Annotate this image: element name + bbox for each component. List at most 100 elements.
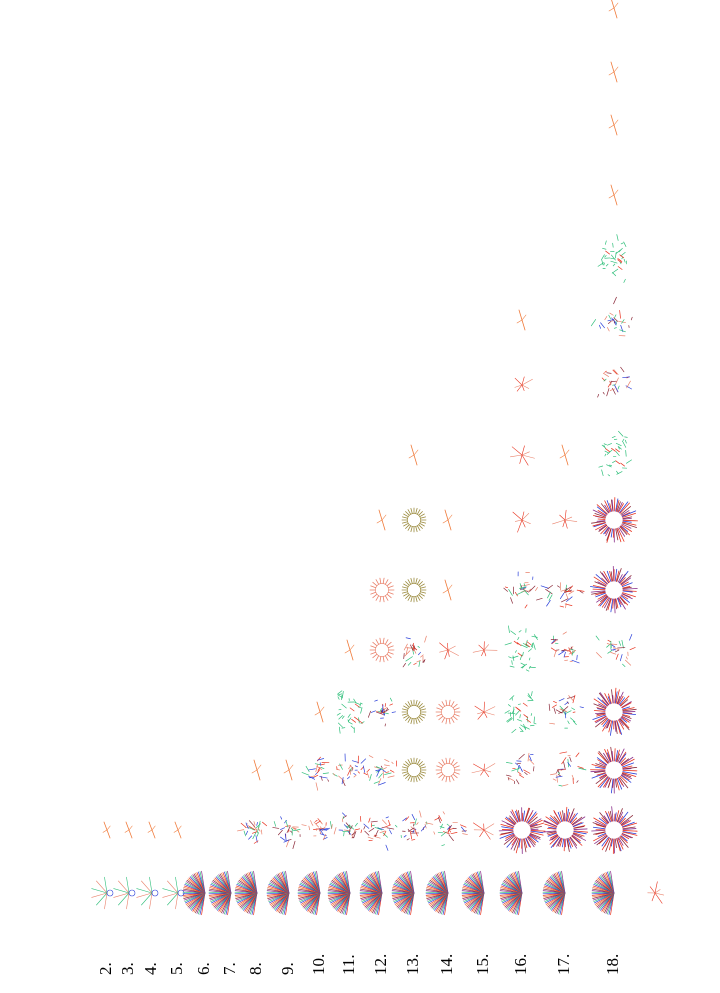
glyph-spike	[559, 444, 570, 466]
row-label: 10.	[309, 954, 328, 975]
row-label: 8.	[246, 962, 265, 975]
glyph-star	[472, 641, 498, 657]
glyph-spike	[124, 821, 133, 839]
glyph-spike	[283, 759, 294, 781]
row-label: 12.	[371, 954, 390, 975]
row-label: 14.	[437, 954, 456, 975]
glyph-star	[471, 763, 496, 778]
glyph-fan-dense	[208, 870, 232, 916]
glyph-spike	[442, 509, 453, 531]
glyph-spike	[147, 821, 156, 839]
glyph-star	[510, 445, 535, 466]
glyph-cluster	[548, 694, 584, 729]
row-label: 9.	[278, 962, 297, 975]
glyph-spike	[608, 61, 619, 83]
glyph-cluster	[505, 752, 535, 785]
glyph-fan-dense	[391, 870, 415, 916]
glyph-spike	[251, 759, 262, 781]
glyph-ring-big	[498, 807, 546, 854]
glyph-star	[474, 701, 496, 720]
glyph-spike	[608, 0, 619, 19]
glyph-spike	[314, 701, 325, 723]
glyph-fan-dense	[182, 870, 206, 916]
glyph-fan-dense	[542, 870, 566, 916]
glyph-fan-small	[113, 876, 136, 910]
glyph-fan-small	[91, 876, 114, 910]
glyph-ring-olive	[401, 577, 427, 603]
glyph-ring-salmon	[435, 757, 461, 783]
row-label: 13.	[403, 954, 422, 975]
row-label: 18.	[603, 954, 622, 975]
row-label: 16.	[511, 954, 530, 975]
glyph-ring-salmon	[369, 577, 395, 603]
glyph-star	[647, 881, 665, 904]
glyph-cluster	[237, 820, 268, 844]
row-labels: 2.3.4.5.6.7.8.9.10.11.12.13.14.15.16.17.…	[96, 954, 622, 975]
row-label: 3.	[118, 962, 137, 975]
glyph-tree-green	[597, 234, 627, 283]
row-label: 5.	[167, 962, 186, 975]
glyph-fan-dense	[499, 870, 523, 916]
glyph-ring-big	[589, 566, 638, 614]
glyph-cluster	[301, 756, 338, 791]
glyph-cluster	[550, 751, 587, 787]
glyph-cluster	[503, 571, 543, 609]
glyph-ring-salmon	[369, 637, 395, 663]
row-label: 7.	[220, 962, 239, 975]
glyph-ring-big	[590, 746, 638, 794]
glyph-star	[512, 511, 531, 533]
glyph-spike	[173, 821, 182, 839]
glyph-cluster	[363, 816, 398, 851]
glyph-ring-olive	[401, 757, 427, 783]
glyph-cluster	[338, 812, 370, 839]
glyph-fan-dense	[425, 870, 449, 916]
row-label: 15.	[473, 954, 492, 975]
glyph-cluster	[597, 366, 632, 398]
glyph-ring-olive	[401, 699, 427, 725]
glyph-cluster	[550, 631, 580, 664]
glyph-fan-small	[136, 876, 159, 910]
glyph-ring-salmon	[435, 699, 461, 725]
glyph-cluster	[308, 818, 337, 841]
glyph-cluster	[402, 635, 427, 668]
glyph-spike	[376, 509, 387, 531]
glyph-fan-small	[162, 876, 185, 910]
glyph-tree-green	[336, 690, 365, 734]
glyph-fan-dense	[327, 870, 351, 916]
row-label: 17.	[554, 954, 573, 975]
glyph-star	[552, 509, 578, 529]
glyph-cluster	[366, 755, 398, 786]
glyph-fan-dense	[591, 870, 615, 916]
row-label: 11.	[339, 954, 358, 975]
glyph-star	[473, 822, 495, 840]
glyph-spike	[442, 579, 453, 601]
glyph-ring-big	[592, 687, 637, 736]
glyph-cluster	[595, 634, 636, 667]
glyph-spike	[408, 444, 419, 466]
glyph-grid	[91, 0, 665, 916]
glyph-fan-dense	[266, 870, 290, 916]
glyph-cluster	[425, 811, 468, 847]
glyph-fan-dense	[461, 870, 485, 916]
glyph-tree-green	[598, 430, 632, 477]
glyph-spike	[608, 114, 619, 136]
glyph-fan-dense	[297, 870, 321, 916]
glyph-star	[439, 642, 459, 660]
glyph-spike	[344, 639, 355, 661]
row-label: 2.	[96, 962, 115, 975]
glyph-ring-olive	[401, 507, 427, 533]
glyph-ring-big	[591, 497, 638, 543]
glyph-cluster	[272, 816, 307, 850]
glyph-tree-green	[504, 625, 538, 672]
glyph-fan-dense	[234, 870, 258, 916]
glyph-cluster	[367, 697, 396, 727]
glyph-cluster	[336, 753, 368, 787]
glyph-star	[514, 376, 533, 392]
glyph-cluster	[400, 810, 428, 841]
glyph-cluster	[540, 582, 585, 609]
glyph-spike	[102, 821, 111, 839]
row-label: 6.	[194, 962, 213, 975]
glyph-fan-dense	[359, 870, 383, 916]
glyph-spike	[608, 184, 619, 206]
